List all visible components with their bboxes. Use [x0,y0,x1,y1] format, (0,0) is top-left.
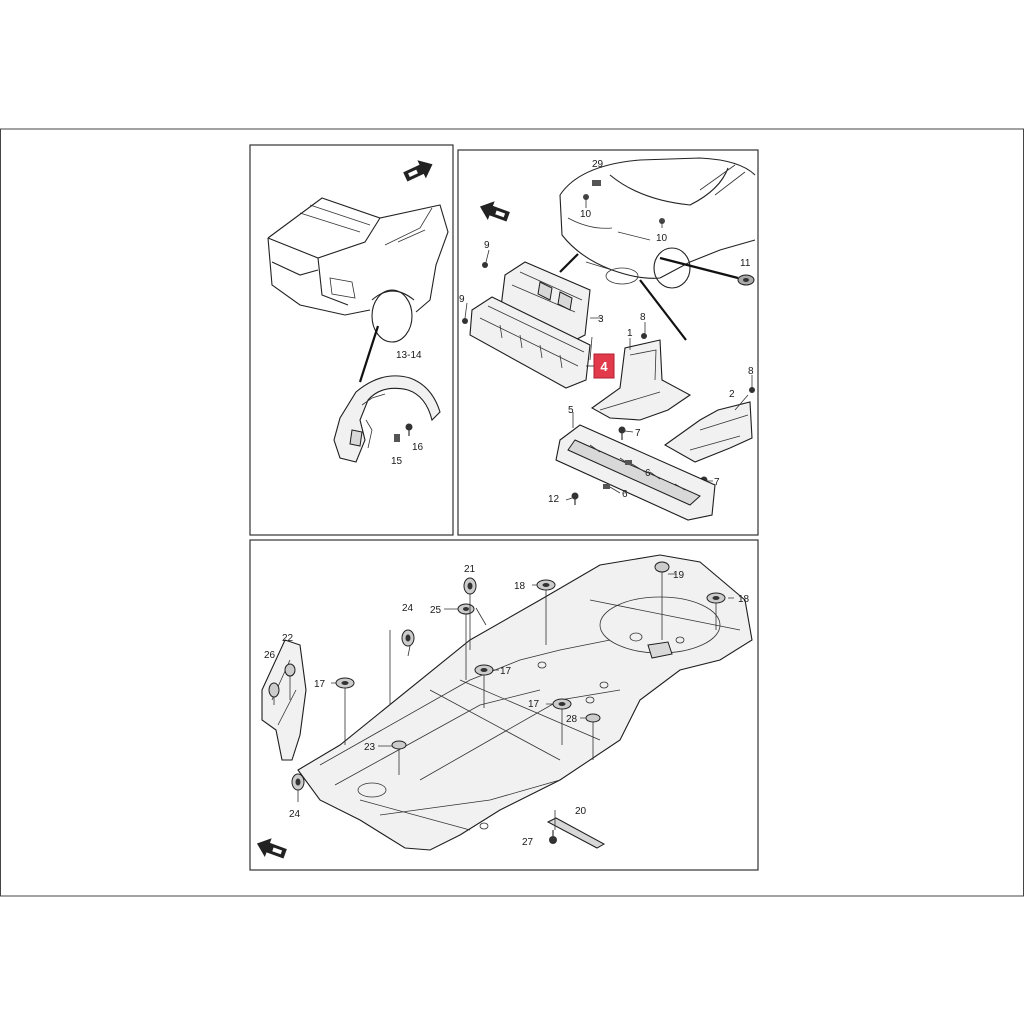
plug-17-icon [335,677,355,689]
strap-20-icon [546,817,606,849]
leader-line [559,253,579,273]
label-10: 10 [580,209,592,220]
car-rear-outline [267,197,449,343]
energy-absorber-4 [469,296,591,389]
panel-rear-wheel-liner: 13-14 15 16 [249,144,454,536]
clip-6-icon [625,460,632,465]
screw-12-icon [571,492,579,505]
bolt-27-icon [549,830,557,844]
plug-17-icon [552,698,572,710]
label-9: 9 [459,294,465,305]
plug-25-icon [457,603,475,615]
fwd-arrow-icon [256,838,287,859]
label-17: 17 [528,699,540,710]
label-17: 17 [314,679,326,690]
plug-26-icon [268,682,280,698]
label-21: 21 [464,564,476,575]
label-29: 29 [592,159,604,170]
under-cover-1 [590,339,692,421]
label-24: 24 [402,603,414,614]
label-2: 2 [729,389,735,400]
plug-28-icon [585,713,601,723]
clip-10-icon [659,218,665,224]
label-16: 16 [412,442,424,453]
plug-24-icon [401,629,415,647]
clip-9-icon [482,262,488,268]
label-27: 27 [522,837,534,848]
pointer-lines [273,572,734,830]
label-13-14: 13-14 [396,350,422,361]
undertray-5 [555,424,716,521]
plug-24-icon [291,773,305,791]
screw-7-icon [618,426,626,440]
label-5: 5 [568,405,574,416]
label-9: 9 [484,240,490,251]
label-24: 24 [289,809,301,820]
highlight-label: 4 [600,359,608,374]
plug-21-icon [463,577,477,595]
label-22: 22 [282,633,294,644]
label-15: 15 [391,456,403,467]
label-18: 18 [514,581,526,592]
clip-6-icon [603,484,610,489]
label-23: 23 [364,742,376,753]
label-1: 1 [627,328,633,339]
plug-22-icon [284,663,296,677]
label-26: 26 [264,650,276,661]
plug-18-icon [536,579,556,591]
panel-front-bumper-area: 4 29 10 10 11 9 9 3 1 8 8 2 5 7 7 6 6 12 [457,149,759,536]
under-cover-2 [663,401,753,463]
car-front-outline [559,157,756,289]
label-7: 7 [714,477,720,488]
label-3: 3 [598,314,604,325]
label-25: 25 [430,605,442,616]
clip-8-icon [641,333,647,339]
label-10: 10 [656,233,668,244]
nut-29-icon [592,180,601,186]
leader-line [639,279,687,341]
panel-frame [249,144,454,536]
plug-23-icon [391,740,407,750]
leader-line [358,325,380,383]
label-12: 12 [548,494,560,505]
clip-8-icon [749,387,755,393]
label-17: 17 [500,666,512,677]
fwd-arrow-icon [479,201,510,222]
label-11: 11 [740,258,751,269]
wheel-liner-part [333,375,441,463]
leader-line [659,256,739,280]
screw-16-icon [405,423,413,436]
grommet-11-icon [737,274,755,286]
label-18: 18 [738,594,750,605]
label-19: 19 [673,570,685,581]
plug-17-icon [474,664,494,676]
label-6: 6 [645,468,651,479]
label-28: 28 [566,714,578,725]
highlight-badge-4: 4 [586,353,615,379]
clip-15-icon [394,434,400,442]
label-6: 6 [622,489,628,500]
plug-18-icon [706,592,726,604]
fwd-arrow-icon [403,160,433,182]
label-8: 8 [640,312,646,323]
label-7: 7 [635,428,641,439]
panel-floor-underbody: 21 25 24 18 18 19 22 26 17 17 17 28 23 2… [249,539,759,871]
label-20: 20 [575,806,587,817]
pointer-lines [464,197,753,501]
clip-9-icon [462,318,468,324]
label-8: 8 [748,366,754,377]
